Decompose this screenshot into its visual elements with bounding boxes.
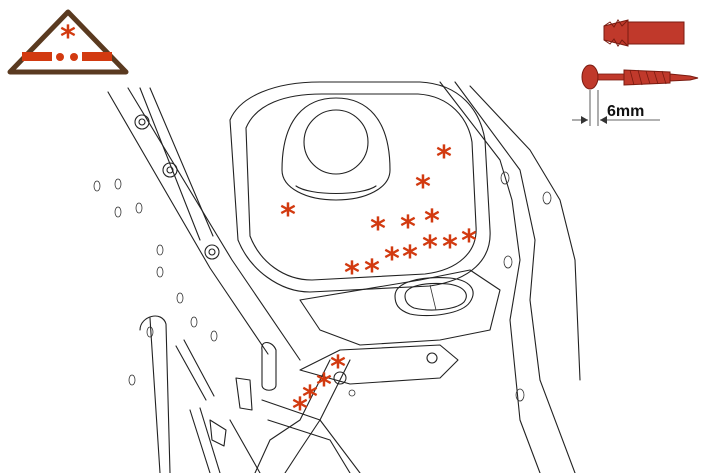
- spot-weld-marker: *: [400, 210, 416, 245]
- spot-weld-markers: *****************: [280, 140, 477, 427]
- spot-weld-marker: *: [461, 224, 477, 259]
- depth-dimension: 6mm: [572, 90, 660, 126]
- spot-weld-marker: *: [424, 204, 440, 239]
- badge-weld-symbol: *: [60, 20, 76, 55]
- spot-weld-marker: *: [292, 392, 308, 427]
- spot-weld-marker: *: [302, 380, 318, 415]
- spot-weld-marker: *: [422, 230, 438, 265]
- dimension-label: 6mm: [607, 103, 644, 120]
- spot-weld-cutter-icon: [603, 19, 685, 47]
- spot-weld-marker: *: [442, 230, 458, 265]
- spot-weld-marker: *: [364, 254, 380, 289]
- spot-weld-marker: *: [330, 350, 346, 385]
- spot-weld-marker: *: [402, 240, 418, 275]
- spot-weld-marker: *: [316, 368, 332, 403]
- spot-weld-marker: *: [436, 140, 452, 175]
- spot-weld-marker: *: [344, 256, 360, 291]
- spot-weld-marker: *: [280, 198, 296, 233]
- spot-weld-marker: *: [415, 170, 431, 205]
- drill-bit-icon: [581, 64, 699, 90]
- spot-weld-marker: *: [370, 212, 386, 247]
- panel-outline: [93, 81, 581, 473]
- spot-weld-symbol-icon: *: [7, 9, 129, 75]
- spot-weld-marker: *: [384, 242, 400, 277]
